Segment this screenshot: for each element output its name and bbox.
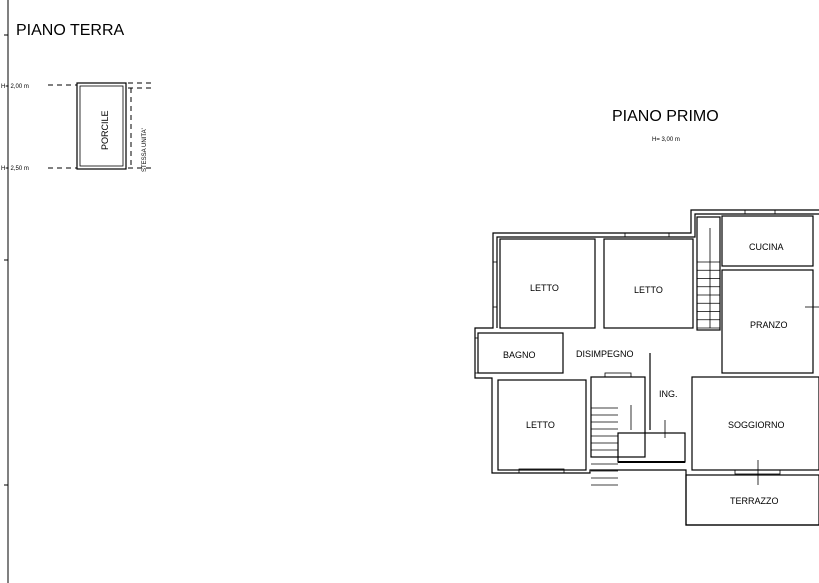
room-letto-3 [497,379,587,471]
label-pranzo: PRANZO [750,320,788,330]
label-bagno: BAGNO [503,350,536,360]
label-letto-2: LETTO [634,285,663,295]
first-floor-title: PIANO PRIMO [612,108,719,125]
label-terrazzo: TERRAZZO [730,496,779,506]
ground-floor: PIANO TERRA H= 2,00 m H= 2,50 m PORCILE … [1,22,152,172]
height-label-top: H= 2,00 m [1,84,29,90]
sheet-frame [4,0,9,583]
label-letto-3: LETTO [526,420,555,430]
label-disimpegno: DISIMPEGNO [576,349,634,359]
room-terrazzo [685,474,819,526]
room-cucina [721,215,814,267]
first-floor: PIANO PRIMO H= 3,00 m [474,108,819,526]
porcile-label: PORCILE [100,110,110,150]
label-letto-1: LETTO [530,283,559,293]
ground-floor-title: PIANO TERRA [16,22,125,39]
label-cucina: CUCINA [749,242,784,252]
first-floor-height: H= 3,00 m [652,137,680,143]
porcile-room [76,82,127,170]
room-letto-1 [499,238,596,329]
label-soggiorno: SOGGIORNO [728,420,785,430]
stair-upper [696,216,721,331]
height-label-bottom: H= 2,50 m [1,166,29,172]
adjacent-label: STESSA UNITA' [142,128,148,172]
room-pranzo [721,269,814,374]
room-letto-2 [603,238,694,329]
label-ingresso: ING. [659,389,678,399]
landing [617,432,686,463]
